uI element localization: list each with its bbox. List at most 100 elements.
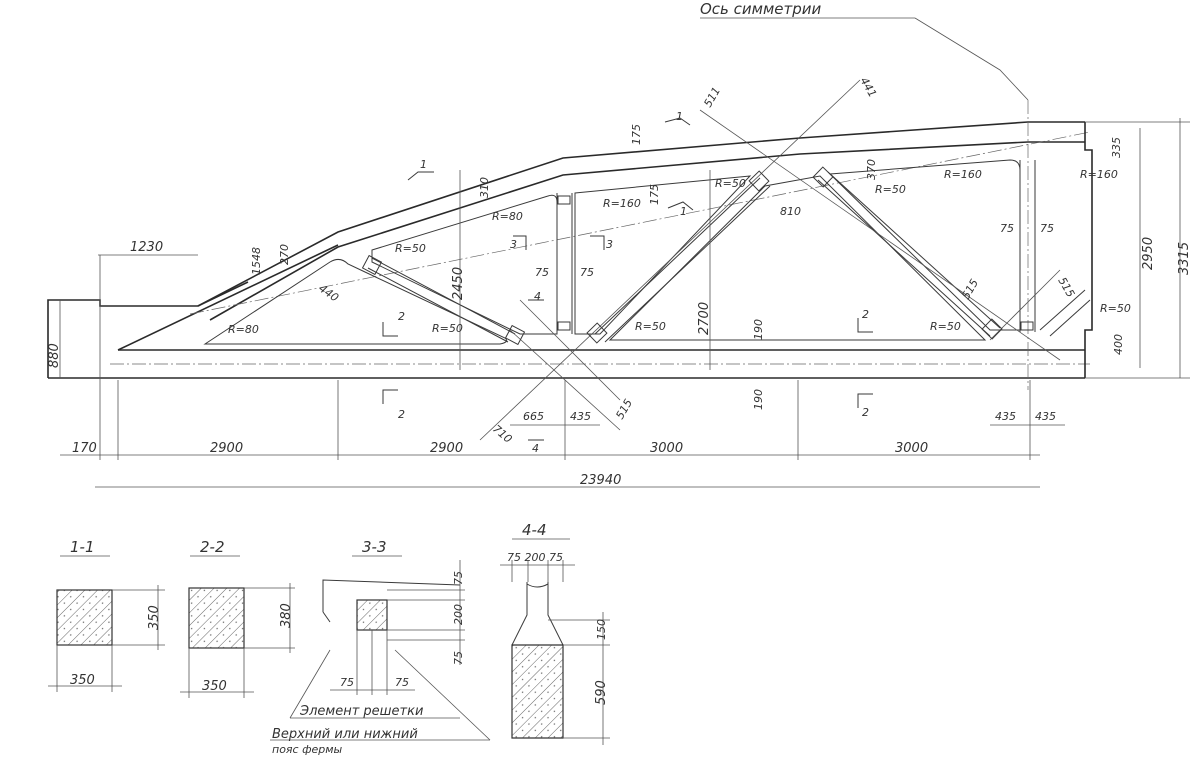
panel-opening-2	[371, 194, 558, 335]
section-3-3-hatch	[356, 599, 388, 631]
section-mark-2-d: 2	[862, 406, 869, 419]
section-3-3: 3-3 75 200 75 75 75 Элемент решетки Верх…	[270, 538, 491, 756]
radius-160-b: R=160	[944, 168, 982, 181]
dim-880: 880	[47, 343, 62, 368]
radius-80-b: R=80	[492, 210, 523, 223]
section-cut-marks	[382, 117, 873, 441]
panel-opening-5	[828, 159, 1021, 331]
grid-element-label: Элемент решетки	[299, 704, 423, 719]
section-3-3-dim-75-top: 75	[452, 571, 465, 585]
post-cap-3	[1020, 321, 1034, 331]
dim-3000-b: 3000	[895, 441, 928, 456]
dim-175-a: 175	[630, 124, 643, 145]
section-1-1: 1-1 350 350	[48, 538, 165, 692]
section-3-3-dim-75-r: 75	[395, 676, 409, 689]
section-1-1-dim-w: 350	[70, 673, 95, 688]
dim-1230: 1230	[130, 240, 163, 255]
symmetry-leader	[914, 17, 1029, 101]
section-4-4-hatch	[511, 644, 564, 739]
dim-370: 370	[865, 159, 878, 180]
top-chord-outer	[197, 121, 1085, 307]
dim-335: 335	[1110, 137, 1123, 158]
dim-440: 440	[316, 282, 341, 305]
construction-line-2	[699, 109, 1061, 361]
symmetry-axis-label: Ось симметрии	[700, 0, 822, 18]
diagonal-4b	[1049, 299, 1091, 337]
diagonal-2	[594, 177, 761, 335]
diagonal-1	[371, 257, 516, 335]
node-plate-2	[504, 324, 526, 346]
section-2-2-hatch	[188, 587, 245, 649]
node-plate-4	[748, 170, 770, 192]
section-mark-3-b: 3	[606, 238, 613, 251]
dim-75-a: 75	[535, 266, 549, 279]
section-1-1-title: 1-1	[70, 538, 95, 556]
section-mark-1-c: 1	[680, 205, 687, 218]
dim-3315: 3315	[1177, 242, 1192, 275]
section-1-1-dim-h: 350	[147, 605, 162, 630]
section-2-2-dim-h: 380	[279, 603, 294, 628]
dim-2950: 2950	[1141, 237, 1156, 270]
dim-441: 441	[857, 75, 879, 100]
dim-435-b: 435	[995, 410, 1016, 423]
diagonal-3	[817, 179, 991, 337]
top-chord-axis	[189, 131, 1091, 315]
dim-2700: 2700	[697, 302, 712, 335]
dim-435-c: 435	[1035, 410, 1056, 423]
panel-opening-1	[203, 258, 508, 345]
end-slope-inner	[117, 244, 339, 351]
dim-1548: 1548	[250, 247, 263, 275]
elevation-labels: Ось симметрии 170 2900 2900 3000 3000 23…	[47, 0, 1192, 488]
section-mark-3-a: 3	[510, 238, 517, 251]
radius-50-e: R=50	[875, 183, 906, 196]
truss-elevation	[47, 17, 1190, 488]
post-cap-2	[557, 321, 571, 331]
section-4-4-title: 4-4	[522, 521, 547, 539]
radius-50-d: R=50	[715, 177, 746, 190]
radius-160-c: R=160	[1080, 168, 1118, 181]
radius-80-a: R=80	[228, 323, 259, 336]
dim-2900-a: 2900	[210, 441, 243, 456]
section-3-3-title: 3-3	[362, 538, 387, 556]
radius-50-g: R=50	[1100, 302, 1131, 315]
radius-50-f: R=50	[930, 320, 961, 333]
dim-400: 400	[1112, 334, 1125, 355]
dim-270: 270	[278, 244, 291, 265]
diagonal-4	[1039, 289, 1086, 331]
node-plate-1	[361, 254, 383, 276]
section-2-2-dim-w: 350	[202, 679, 227, 694]
dim-515-c: 515	[1055, 275, 1077, 300]
dim-435-a: 435	[570, 410, 591, 423]
dim-310: 310	[478, 177, 491, 198]
radius-50-a: R=50	[395, 242, 426, 255]
dim-511: 511	[701, 85, 723, 110]
section-mark-4-a: 4	[534, 290, 541, 303]
dim-75-b: 75	[580, 266, 594, 279]
section-4-4: 4-4 75 200 75 150 590	[500, 521, 610, 745]
dim-23940: 23940	[580, 473, 621, 488]
section-1-1-hatch	[56, 589, 113, 646]
section-2-2-title: 2-2	[200, 538, 225, 556]
node-plate-6	[981, 318, 1003, 340]
section-mark-1-a: 1	[420, 158, 427, 171]
dim-515-b: 515	[959, 277, 981, 302]
dim-2900-b: 2900	[430, 441, 463, 456]
chord-label-line2: пояс фермы	[272, 743, 343, 756]
dim-75-c: 75	[1000, 222, 1014, 235]
section-2-2: 2-2 380 350	[180, 538, 295, 698]
dim-515-a: 515	[613, 397, 635, 422]
section-3-3-dim-75-bot: 75	[452, 651, 465, 665]
section-mark-2-b: 2	[398, 408, 405, 421]
panel-opening-4	[608, 175, 987, 341]
section-mark-1-b: 1	[676, 110, 683, 123]
dim-190-b: 190	[752, 389, 765, 410]
symmetry-end-cut	[1084, 122, 1093, 378]
section-mark-2-a: 2	[398, 310, 405, 323]
diagonal-3b	[827, 171, 1001, 329]
radius-50-c: R=50	[635, 320, 666, 333]
dim-2450: 2450	[451, 267, 466, 300]
diagonal-2b	[604, 185, 771, 343]
support-end-outline	[47, 281, 249, 378]
node-plate-3	[586, 322, 608, 344]
